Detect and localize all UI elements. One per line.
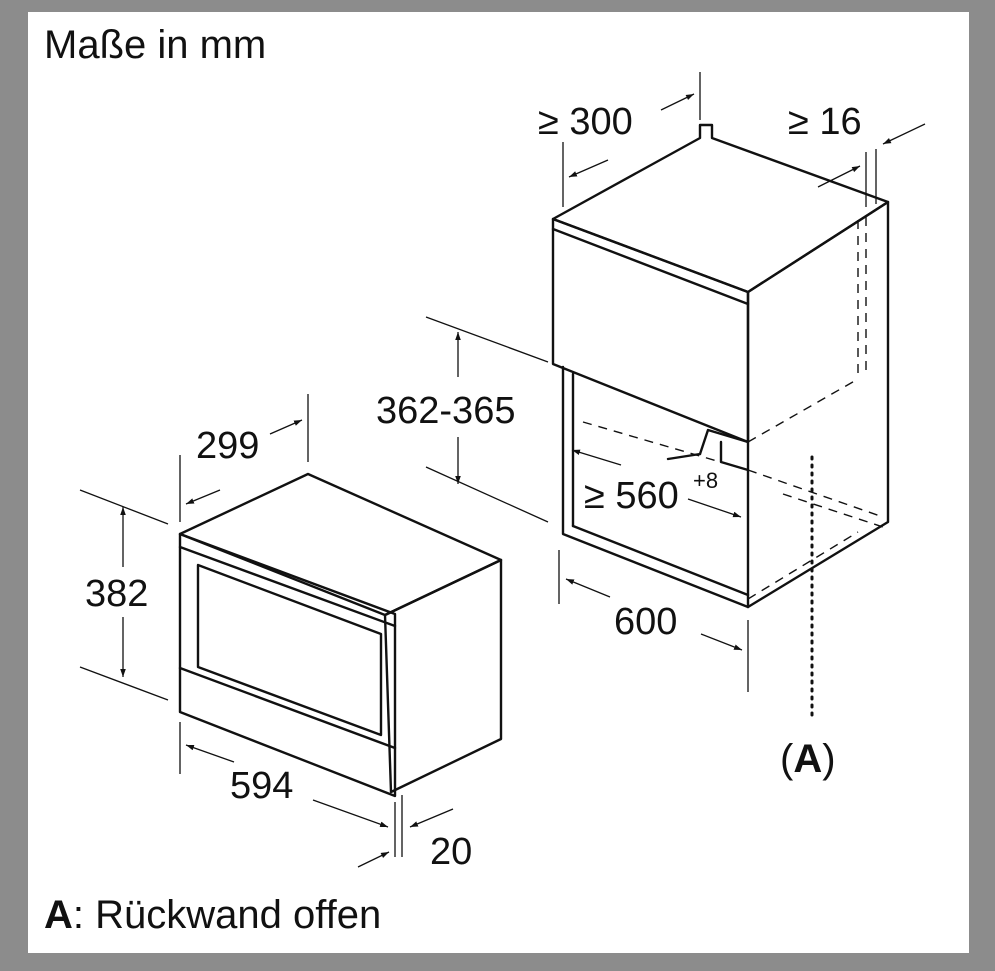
appliance-dimensions xyxy=(79,394,454,868)
dim-niche-depth: ≥ 300 xyxy=(538,101,633,143)
legend-text: : Rückwand offen xyxy=(73,893,381,937)
legend: A: Rückwand offen xyxy=(44,893,381,937)
callout-a: (A) xyxy=(780,737,836,781)
dim-appliance-width: 594 xyxy=(230,765,293,807)
dim-niche-height: 362-365 xyxy=(376,390,515,432)
drawing-panel: Maße in mm xyxy=(28,12,969,953)
dim-niche-width-tolerance: +8 xyxy=(693,468,718,493)
callout-a-letter: A xyxy=(793,737,822,781)
dim-appliance-height: 382 xyxy=(85,573,148,615)
niche-dimensions xyxy=(425,72,926,722)
niche-drawing xyxy=(551,123,890,609)
dim-cabinet-width: 600 xyxy=(614,601,677,643)
legend-key: A xyxy=(44,893,73,937)
installation-diagram: Maße in mm xyxy=(44,23,926,937)
appliance-drawing xyxy=(178,472,503,798)
page-title: Maße in mm xyxy=(44,23,266,67)
dim-front-thickness: 20 xyxy=(430,831,472,873)
dim-back-gap: ≥ 16 xyxy=(788,101,862,143)
dim-niche-width: ≥ 560 xyxy=(584,475,679,517)
dim-appliance-depth: 299 xyxy=(196,425,259,467)
